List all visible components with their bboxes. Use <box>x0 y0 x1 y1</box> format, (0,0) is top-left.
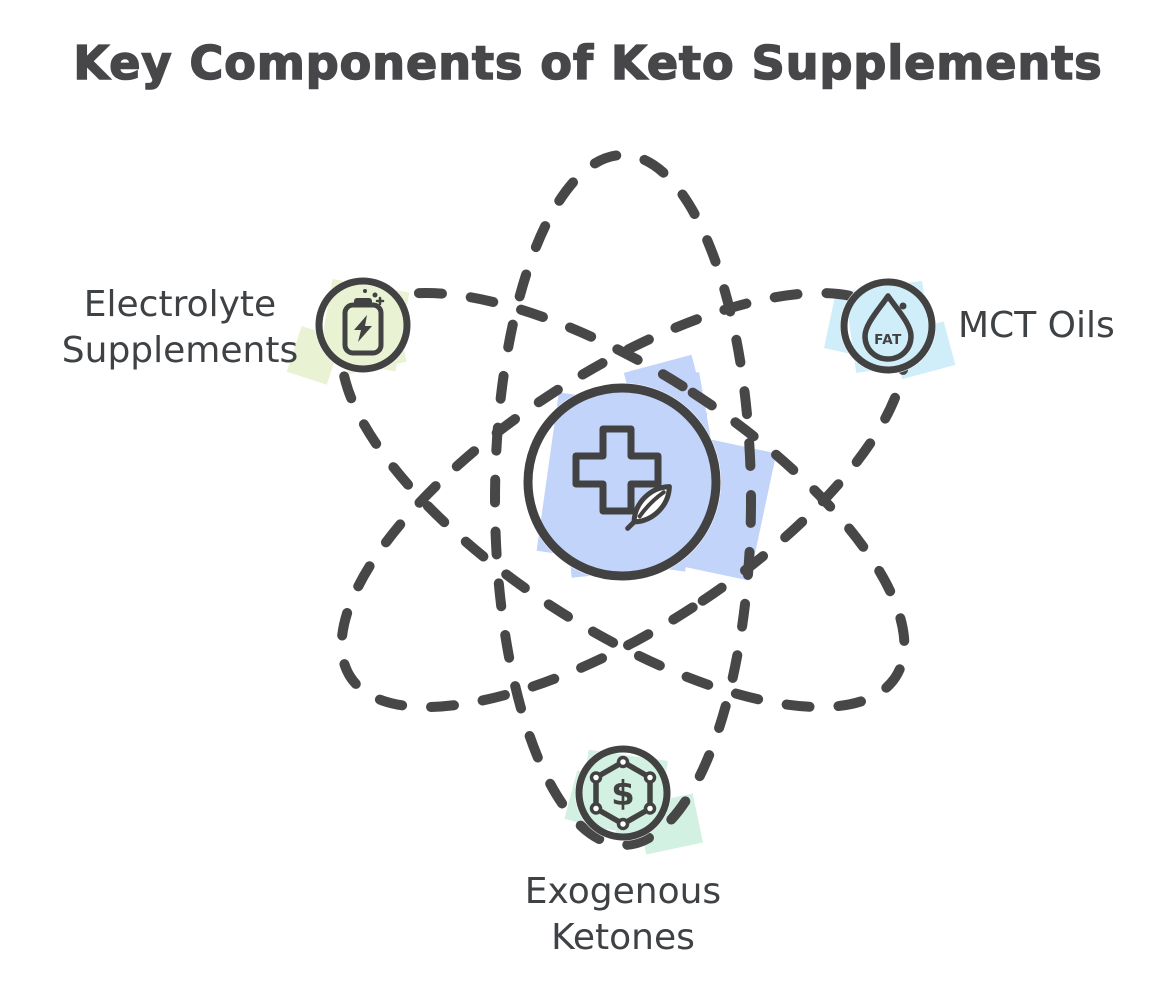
mct-node: FAT <box>840 278 936 374</box>
mct-ring <box>840 278 936 374</box>
molecule-dollar-icon: $ <box>589 755 657 831</box>
electrolyte-node <box>315 277 411 373</box>
label-line: Ketones <box>551 917 695 958</box>
electrolyte-ring <box>315 277 411 373</box>
label-line: Supplements <box>61 330 299 371</box>
battery-charging-icon <box>342 289 385 356</box>
label-exogenous-ketones: Exogenous Ketones <box>455 869 791 961</box>
medical-cross-icon <box>572 425 662 515</box>
page-title: Key Components of Keto Supplements <box>73 35 1103 91</box>
orbit-ellipse-vertical <box>490 150 756 850</box>
fat-droplet-icon: FAT <box>862 293 914 362</box>
label-line: Exogenous <box>524 871 722 912</box>
fat-label: FAT <box>874 332 902 348</box>
dollar-glyph: $ <box>611 774 635 814</box>
ketones-ring <box>575 745 671 841</box>
label-line: Electrolyte <box>83 284 277 325</box>
leaf-icon <box>625 484 672 531</box>
center-node <box>523 383 721 581</box>
center-ring <box>523 383 721 581</box>
label-mct-oils: MCT Oils <box>958 305 1115 346</box>
label-electrolyte-supplements: Electrolyte Supplements <box>35 282 325 374</box>
